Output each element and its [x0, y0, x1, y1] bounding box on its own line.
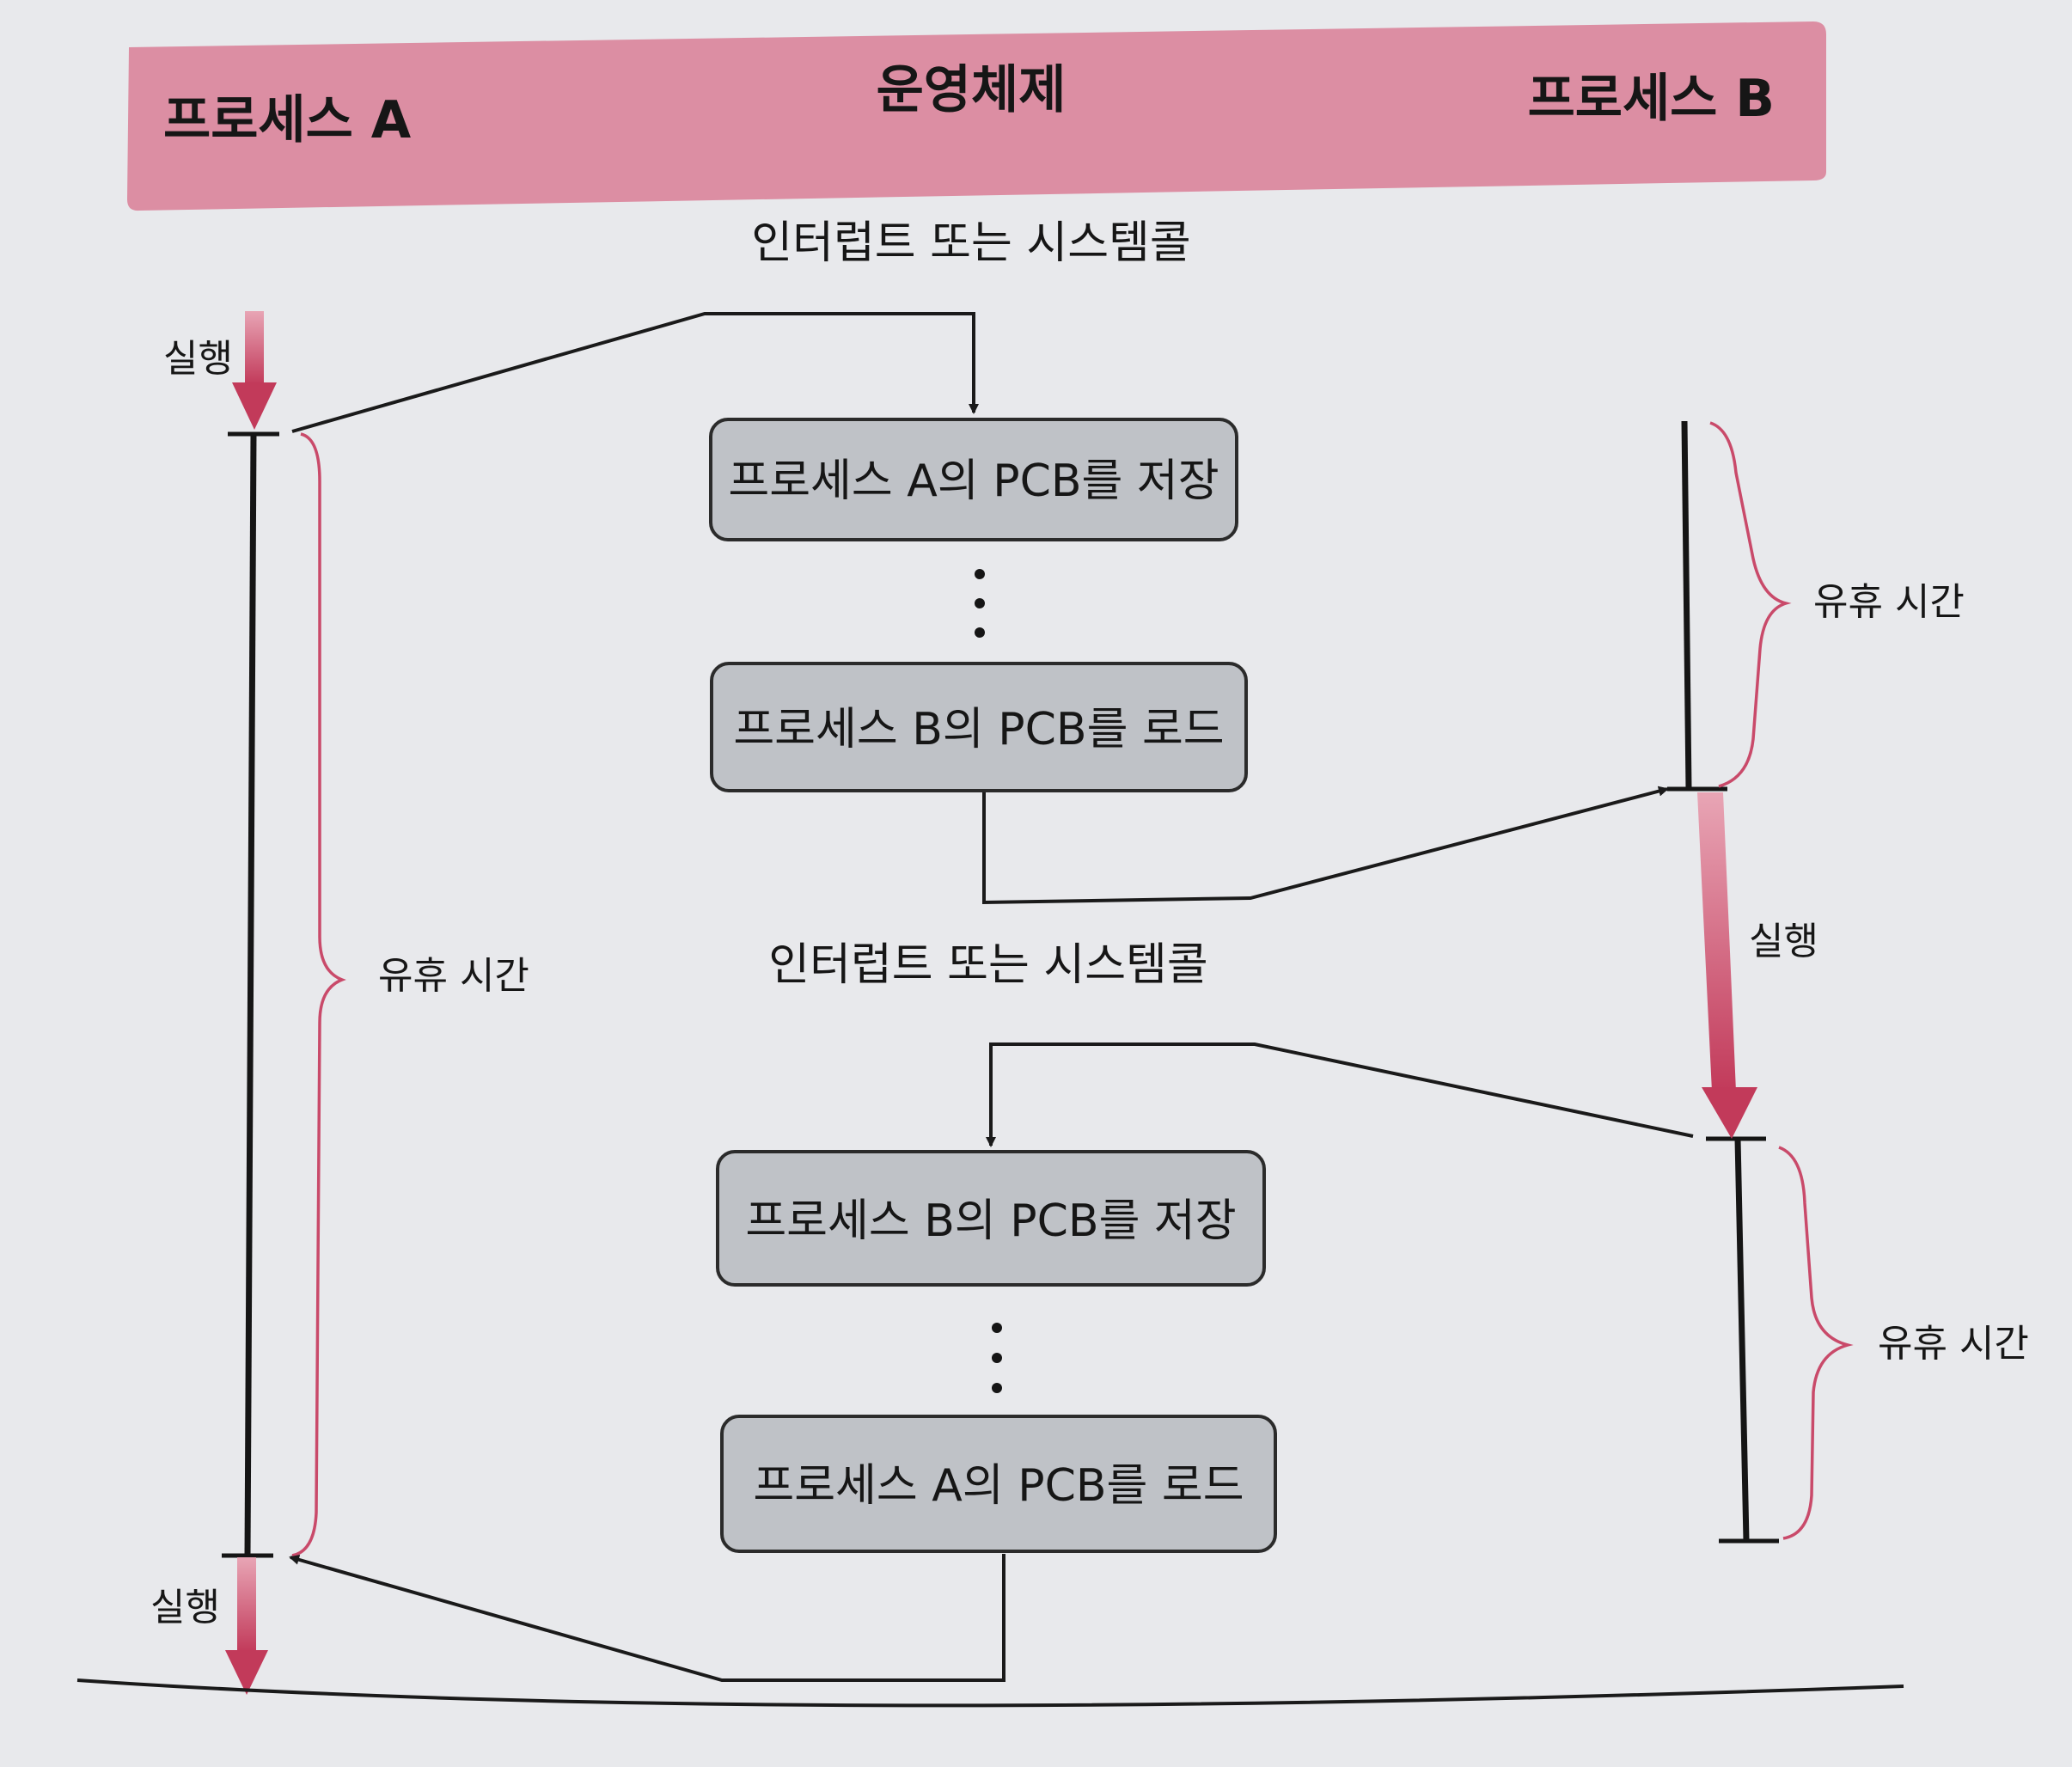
connector-load-a-to-a	[289, 1554, 1005, 1682]
connector-a-to-save-a	[291, 312, 979, 433]
process-b-run-arrow	[1697, 792, 1757, 1139]
connector-b-to-save-b	[986, 1042, 1694, 1147]
process-a-run-label-bottom: 실행	[150, 1586, 220, 1629]
baseline-curve	[76, 1678, 1904, 1708]
save-b-box: 프로세스 B의 PCB를 저장	[716, 1150, 1266, 1287]
process-a-idle-brace	[291, 432, 346, 1557]
process-b-idle-label-top: 유휴 시간	[1813, 580, 1965, 624]
load-a-box: 프로세스 A의 PCB를 로드	[720, 1415, 1277, 1553]
load-b-label: 프로세스 B의 PCB를 로드	[733, 704, 1224, 755]
save-b-label: 프로세스 B의 PCB를 저장	[745, 1195, 1236, 1247]
process-a-run-arrow-bottom	[225, 1557, 268, 1695]
save-a-box: 프로세스 A의 PCB를 저장	[709, 418, 1238, 541]
process-b-timeline	[1667, 420, 1779, 1544]
process-a-idle-label: 유휴 시간	[378, 954, 529, 998]
process-b-idle-brace-bottom	[1778, 1146, 1854, 1540]
process-a-timeline	[222, 431, 279, 1558]
connector-load-b-to-b	[982, 786, 1669, 905]
header-band: 프로세스 A 운영체제 프로세스 B	[127, 21, 1826, 211]
process-a-run-arrow-top	[232, 311, 277, 430]
interrupt-caption-2: 인터럽트 또는 시스템콜	[768, 939, 1207, 991]
interrupt-caption-1: 인터럽트 또는 시스템콜	[751, 217, 1190, 269]
process-b-run-label: 실행	[1749, 920, 1818, 963]
load-b-box: 프로세스 B의 PCB를 로드	[710, 662, 1248, 792]
process-b-idle-label-bottom: 유휴 시간	[1878, 1322, 2029, 1366]
os-header: 운영체제	[877, 60, 1067, 120]
ellipsis-dots-bottom	[992, 1323, 1002, 1393]
process-a-header: 프로세스 A	[163, 90, 412, 150]
process-a-run-label-top: 실행	[163, 337, 233, 381]
process-b-idle-brace-top	[1709, 421, 1792, 788]
ellipsis-dots-top	[975, 569, 985, 638]
save-a-label: 프로세스 A의 PCB를 저장	[728, 456, 1219, 507]
load-a-label: 프로세스 A의 PCB를 로드	[753, 1460, 1244, 1512]
process-b-header: 프로세스 B	[1528, 69, 1775, 129]
